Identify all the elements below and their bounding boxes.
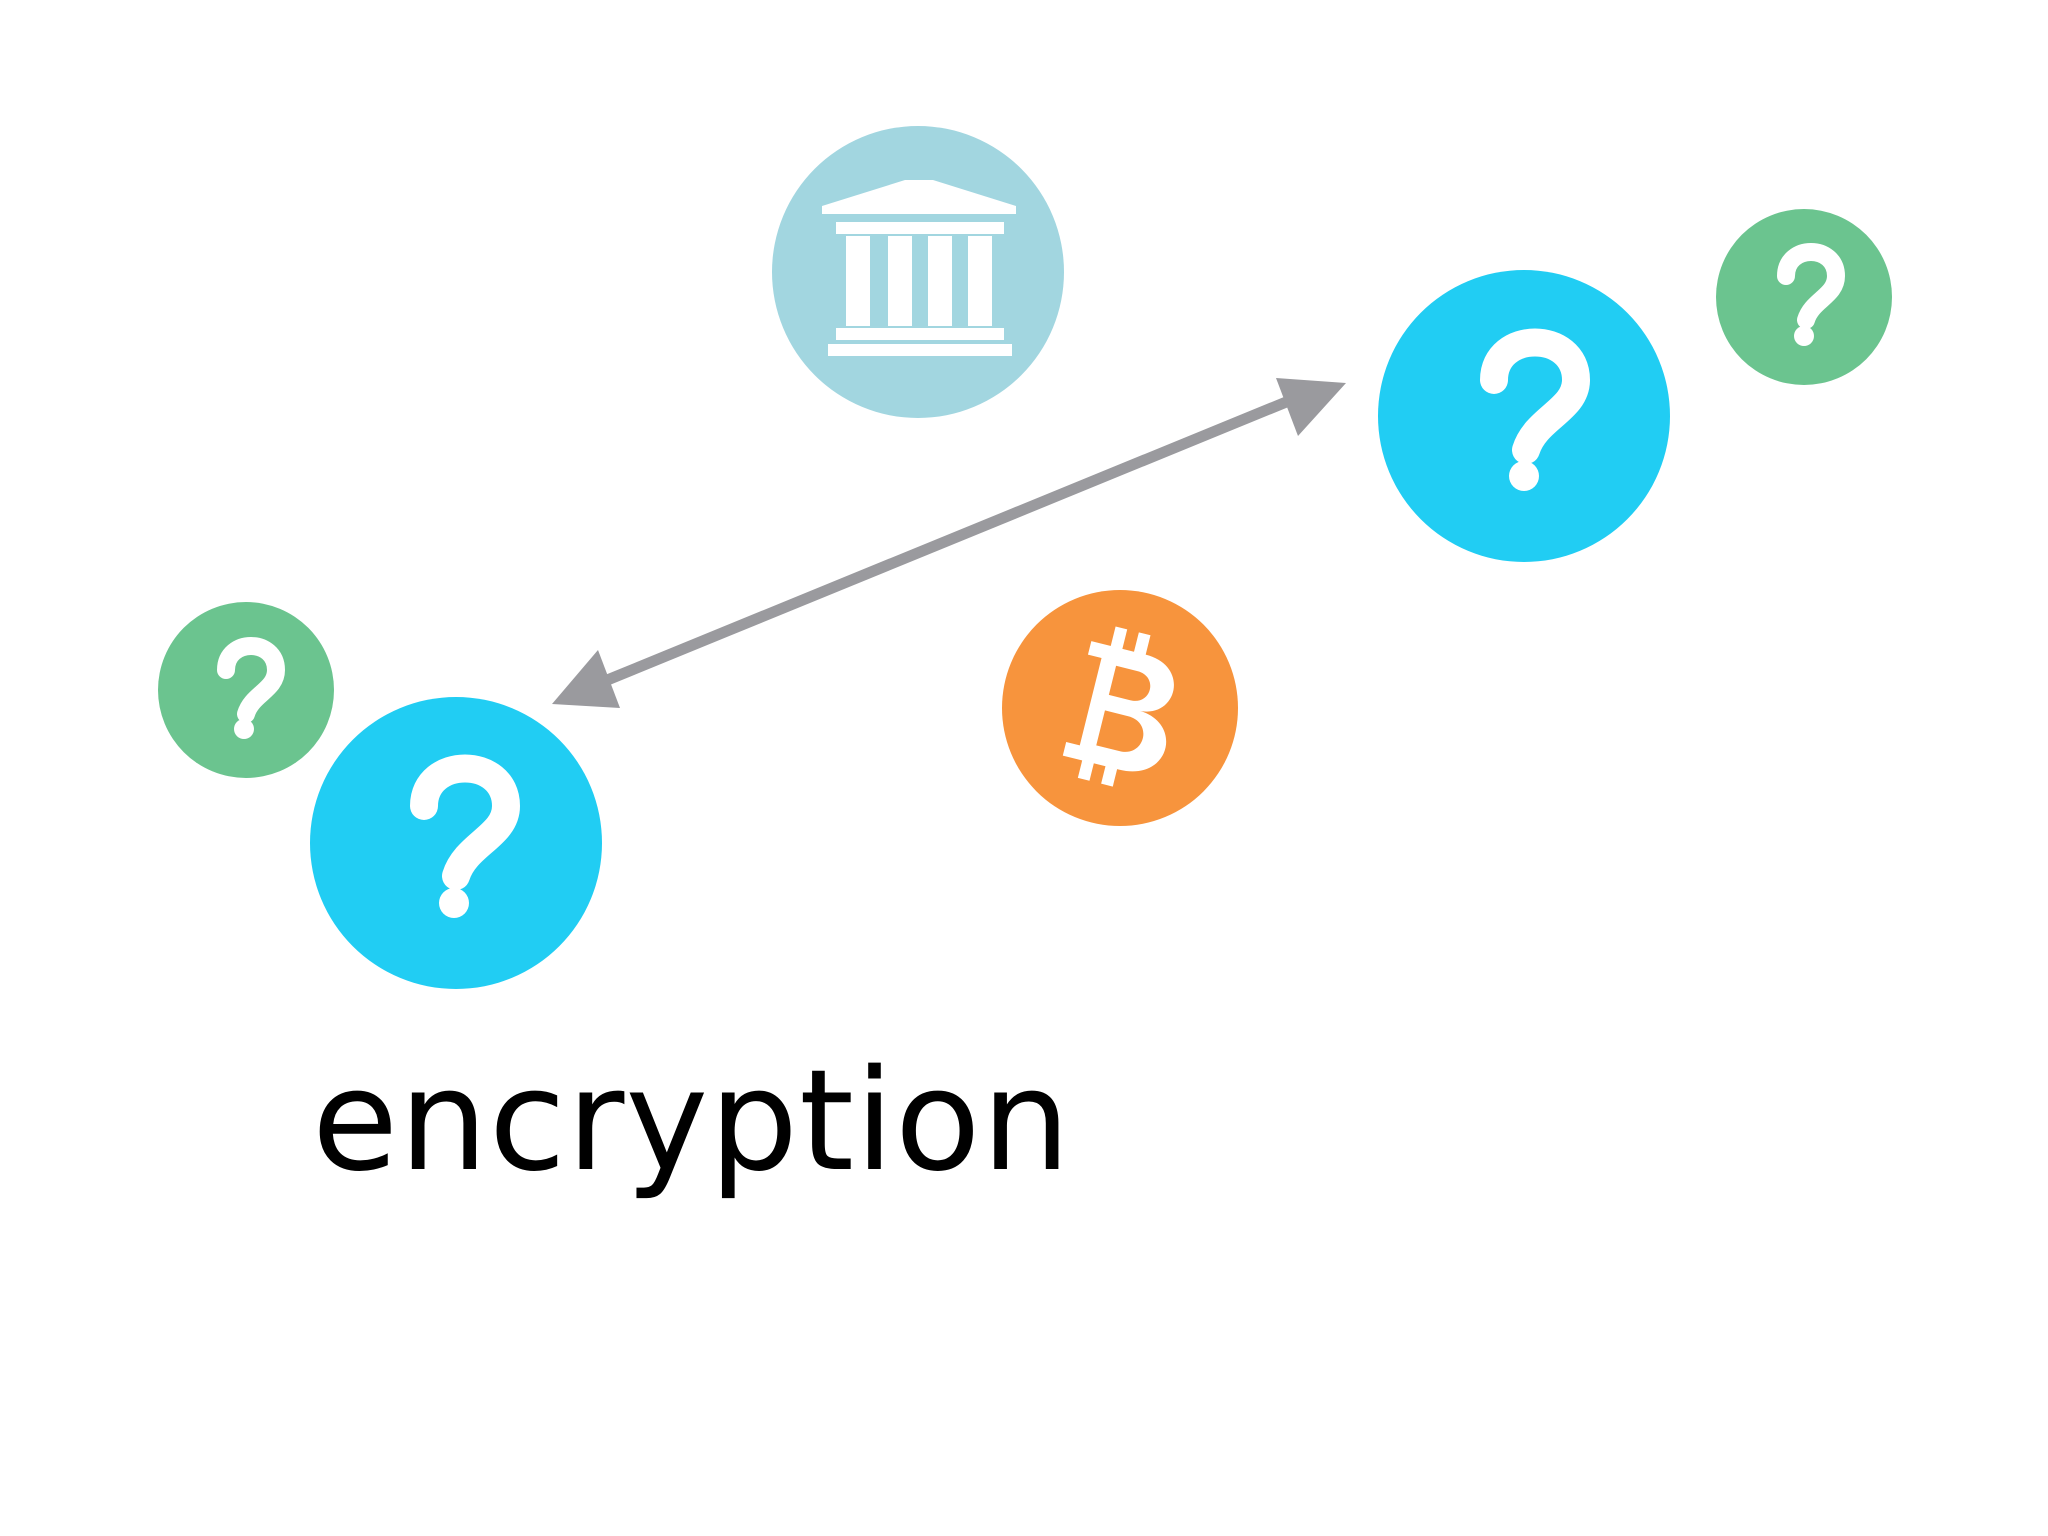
user-node-right — [1378, 270, 1670, 562]
user-key-node-left — [158, 602, 334, 778]
connection-arrow — [552, 378, 1346, 708]
question-mark-icon — [1777, 243, 1846, 346]
question-mark-icon — [410, 754, 521, 918]
arrowhead-right — [1276, 378, 1346, 436]
user-key-node-right — [1716, 209, 1892, 385]
arrowhead-left — [552, 650, 620, 708]
bank-icon — [822, 180, 1016, 356]
slide-caption: encryption — [312, 1040, 1072, 1203]
bitcoin-node — [1002, 590, 1238, 826]
bank-node — [772, 126, 1064, 418]
question-mark-icon — [1480, 328, 1591, 491]
question-mark-icon — [217, 637, 286, 739]
bitcoin-icon — [1062, 626, 1174, 787]
user-node-left — [310, 697, 602, 989]
